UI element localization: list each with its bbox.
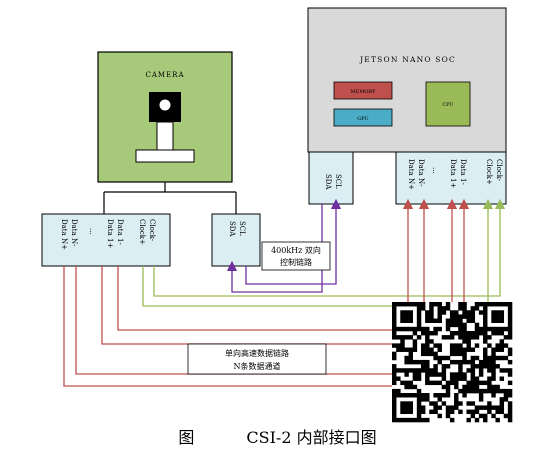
- dataN-plus-wire: [63, 198, 414, 387]
- camera-bus: [103, 182, 237, 214]
- csi-annotation: 单向高速数据链路 N条数据通道: [187, 343, 327, 375]
- figure-caption: 图 CSI-2 内部接口图: [0, 424, 555, 448]
- camera-module: CAMERA: [97, 51, 233, 183]
- gpu-block: [333, 108, 393, 127]
- camera-csi-pin: ...: [88, 228, 96, 235]
- data1-minus-wire: [117, 198, 470, 331]
- memory-label: MEMORY: [351, 89, 377, 95]
- scl-wire: [245, 198, 342, 285]
- soc-csi-ellipsis: ...: [431, 167, 439, 174]
- camera-csi-pin: Data N-: [70, 219, 78, 247]
- caption-title: CSI-2 内部接口图: [246, 428, 377, 447]
- camera-label: CAMERA: [145, 71, 184, 79]
- camera-i2c-port: [211, 213, 261, 267]
- soc-csi-pin: Data N+: [407, 159, 415, 190]
- caption-figure-label: 图: [178, 428, 195, 447]
- soc-csi-pin: Clock-: [495, 159, 503, 182]
- i2c-annotation: 400kHz 双向 控制链路: [261, 241, 331, 271]
- soc-i2c-pin: SDA: [324, 174, 332, 190]
- soc-csi-pin: Data 1-: [459, 159, 467, 185]
- camera-i2c-pin: SCL: [238, 221, 246, 236]
- soc-csi-pin: Data N-: [417, 159, 425, 187]
- clock-minus-wire: [153, 198, 506, 297]
- camera-icon: [135, 92, 195, 163]
- camera-csi-pin: Clock+: [138, 219, 146, 245]
- cpu-block: [425, 81, 471, 127]
- camera-csi-pin: Data N+: [60, 219, 68, 250]
- clock-plus-wire: [142, 198, 494, 307]
- memory-block: [333, 81, 393, 100]
- csi-annotation-line1: 单向高速数据链路: [225, 348, 289, 358]
- soc-csi-pin: Clock+: [485, 159, 493, 185]
- camera-csi-pin: Data 1+: [106, 219, 114, 248]
- soc-i2c-port: [308, 151, 354, 205]
- soc-csi-pin: Data 1+: [449, 159, 457, 188]
- camera-i2c-pin: SDA: [228, 221, 236, 237]
- gpu-label: GPU: [357, 116, 368, 122]
- soc-box: [307, 7, 507, 153]
- i2c-annotation-line2: 控制链路: [280, 257, 312, 267]
- i2c-annotation-line1: 400kHz 双向: [271, 245, 321, 255]
- soc-title: JETSON NANO SOC: [359, 55, 456, 64]
- camera-csi-pin: Clock-: [148, 219, 156, 242]
- camera-csi-port: [41, 213, 171, 267]
- camera-csi-pin: Data 1-: [116, 219, 124, 245]
- soc-csi-port: [395, 151, 507, 205]
- qr-code: [392, 302, 513, 423]
- cpu-label: CPU: [442, 102, 453, 108]
- soc-i2c-pin: SCL: [334, 174, 342, 189]
- csi-annotation-line2: N条数据通道: [234, 361, 281, 371]
